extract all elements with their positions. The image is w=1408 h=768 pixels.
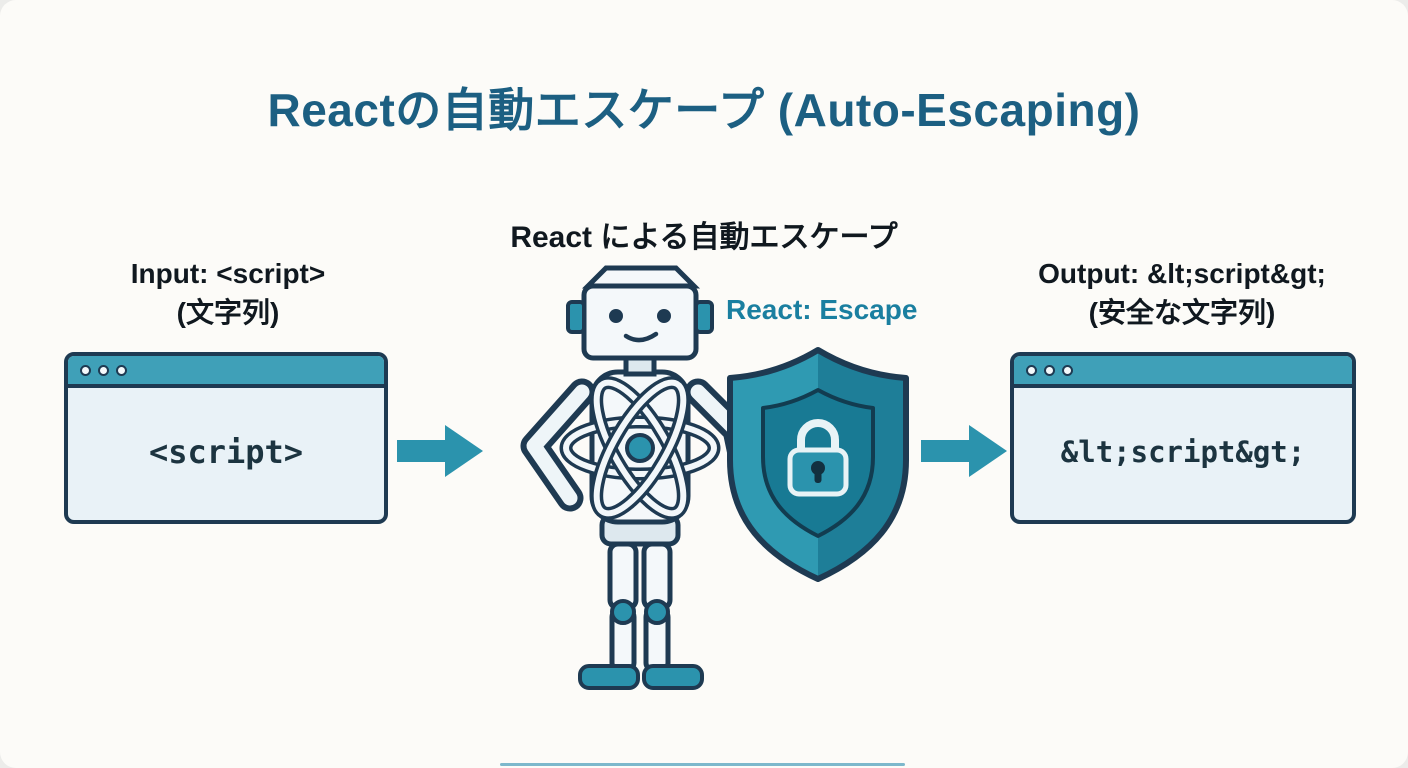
input-code-text: <script> (148, 433, 304, 471)
window-dot-icon (1044, 364, 1055, 376)
robot-leg (607, 541, 639, 611)
output-window-titlebar (1014, 356, 1352, 388)
window-dot-icon (116, 364, 127, 376)
robot-eye (609, 309, 623, 323)
diagram-title: Reactの自動エスケープ (Auto-Escaping) (267, 84, 1141, 136)
lock-icon (787, 419, 849, 497)
robot-knee-joint (610, 599, 636, 625)
bottom-divider (500, 763, 905, 766)
input-label-line2: (文字列) (176, 297, 280, 329)
atom-nucleus (625, 433, 655, 463)
robot-head (581, 283, 699, 361)
arrow-right-icon (397, 425, 483, 477)
react-escape-label: React: Escape (726, 294, 918, 325)
output-label-line1: Output: &lt;script&gt; (1038, 258, 1326, 289)
robot-ear (694, 300, 714, 334)
input-browser-window: <script> (64, 352, 388, 524)
output-browser-window: &lt;script&gt; (1010, 352, 1356, 524)
robot-head-top (581, 265, 701, 289)
robot-leg (641, 541, 673, 611)
arrow-right-icon (921, 425, 1007, 477)
shield-lock-icon (727, 347, 909, 582)
window-dot-icon (98, 364, 109, 376)
window-dot-icon (80, 364, 91, 376)
input-label: Input: <script> (文字列) (60, 254, 396, 332)
output-label: Output: &lt;script&gt; (安全な文字列) (996, 254, 1368, 332)
output-label-line2: (安全な文字列) (1088, 297, 1276, 329)
react-atom-icon (559, 376, 721, 520)
robot-smile (623, 331, 659, 343)
robot-ear (566, 300, 586, 334)
robot-foot (642, 664, 704, 690)
robot-foot (578, 664, 640, 690)
output-window-body: &lt;script&gt; (1014, 388, 1352, 516)
robot-eye (657, 309, 671, 323)
center-heading: React による自動エスケープ (510, 221, 898, 254)
input-window-body: <script> (68, 388, 384, 516)
output-code-text: &lt;script&gt; (1060, 435, 1306, 469)
window-dot-icon (1062, 364, 1073, 376)
window-dot-icon (1026, 364, 1037, 376)
input-label-line1: Input: <script> (130, 258, 326, 289)
robot-knee-joint (644, 599, 670, 625)
input-window-titlebar (68, 356, 384, 388)
